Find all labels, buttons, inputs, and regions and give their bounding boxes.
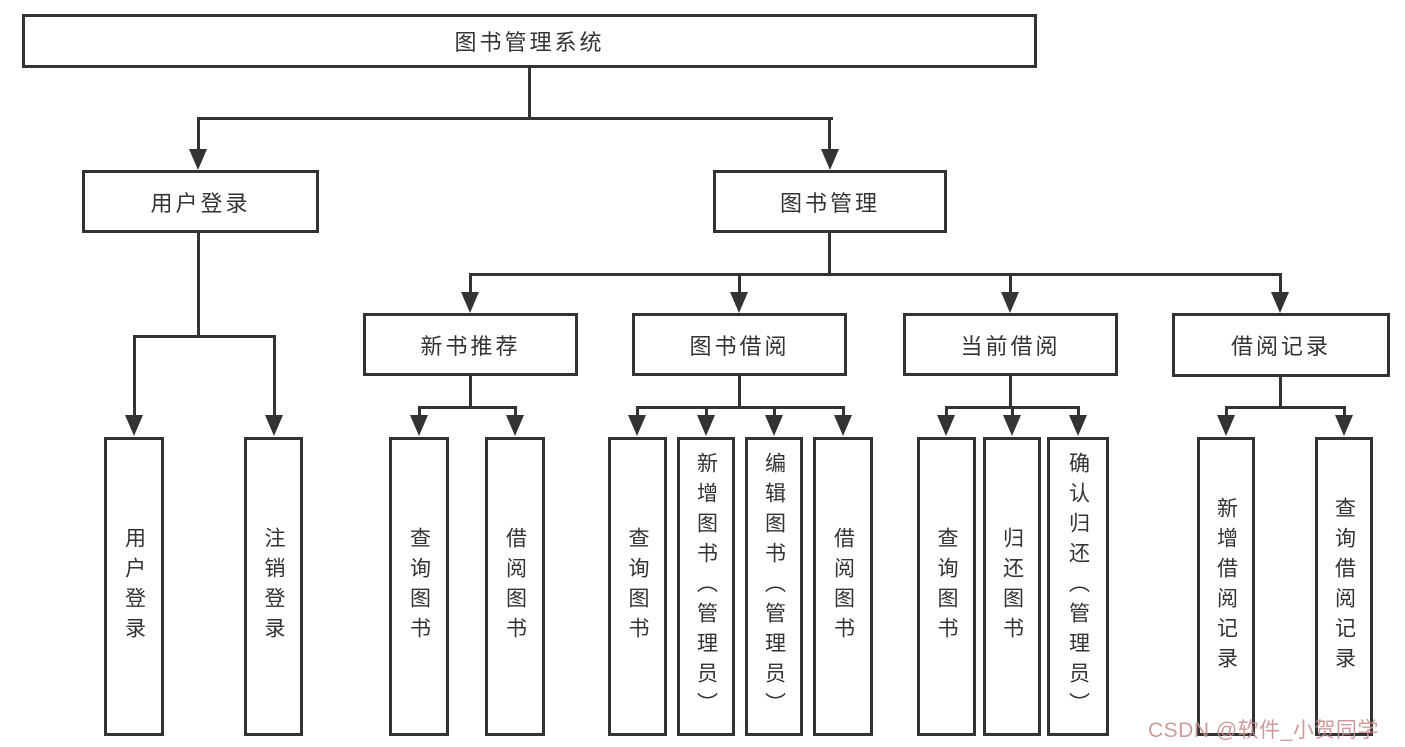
connector-line bbox=[1279, 376, 1282, 409]
leaf-label: 查询图书 bbox=[935, 526, 959, 647]
watermark-text: CSDN @软件_小贺同学 bbox=[1148, 719, 1379, 742]
node-book-management: 图书管理 bbox=[713, 170, 947, 233]
leaf-label: 编辑图书（管理员） bbox=[762, 451, 786, 722]
connector-line bbox=[469, 376, 472, 409]
arrowhead-icon bbox=[937, 415, 955, 436]
leaf-label: 借阅图书 bbox=[831, 526, 855, 647]
leaf-label: 确认归还（管理员） bbox=[1066, 451, 1090, 722]
leaf-label: 新增图书（管理员） bbox=[694, 451, 718, 722]
arrowhead-icon bbox=[821, 149, 839, 170]
connector-line bbox=[514, 406, 517, 417]
connector-line bbox=[197, 233, 200, 335]
connector-line bbox=[133, 335, 136, 416]
arrowhead-icon bbox=[1001, 292, 1019, 313]
connector-line bbox=[273, 335, 276, 416]
connector-line bbox=[1225, 406, 1345, 409]
connector-line bbox=[1343, 406, 1346, 417]
leaf-logout-login: 注销登录 bbox=[244, 437, 303, 736]
connector-line bbox=[636, 406, 639, 417]
leaf-return-books: 归还图书 bbox=[983, 437, 1041, 736]
arrowhead-icon bbox=[125, 415, 143, 436]
leaf-query-books-recommend: 查询图书 bbox=[389, 437, 449, 736]
node-new-book-recommend: 新书推荐 bbox=[363, 313, 578, 376]
arrowhead-icon bbox=[834, 415, 852, 436]
connector-line bbox=[133, 335, 276, 338]
arrowhead-icon bbox=[730, 292, 748, 313]
connector-line bbox=[197, 117, 833, 120]
leaf-confirm-return-admin: 确认归还（管理员） bbox=[1047, 437, 1109, 736]
node-borrowing-records: 借阅记录 bbox=[1172, 313, 1390, 377]
connector-line bbox=[773, 406, 776, 417]
leaf-edit-books-admin: 编辑图书（管理员） bbox=[745, 437, 803, 736]
connector-line bbox=[636, 406, 845, 409]
connector-line bbox=[418, 406, 421, 417]
arrowhead-icon bbox=[765, 415, 783, 436]
arrowhead-icon bbox=[628, 415, 646, 436]
connector-line bbox=[1225, 406, 1228, 417]
connector-line bbox=[738, 273, 741, 294]
connector-line bbox=[1279, 273, 1282, 294]
connector-line bbox=[469, 273, 472, 294]
connector-line bbox=[842, 406, 845, 417]
leaf-user-login: 用户登录 bbox=[104, 437, 164, 736]
leaf-add-borrow-record: 新增借阅记录 bbox=[1197, 437, 1255, 736]
leaf-query-books-current: 查询图书 bbox=[917, 437, 976, 736]
node-label: 图书借阅 bbox=[689, 333, 790, 359]
leaf-label: 查询借阅记录 bbox=[1332, 496, 1356, 677]
node-label: 图书管理 bbox=[779, 190, 880, 216]
connector-line bbox=[828, 233, 831, 275]
connector-line bbox=[1011, 406, 1014, 417]
arrowhead-icon bbox=[1069, 415, 1087, 436]
leaf-query-books-borrowing: 查询图书 bbox=[608, 437, 667, 736]
leaf-label: 新增借阅记录 bbox=[1214, 496, 1238, 677]
node-root: 图书管理系统 bbox=[22, 14, 1037, 68]
arrowhead-icon bbox=[697, 415, 715, 436]
node-label: 新书推荐 bbox=[420, 333, 521, 359]
connector-line bbox=[1077, 406, 1080, 417]
arrowhead-icon bbox=[1217, 415, 1235, 436]
connector-line bbox=[197, 117, 200, 151]
connector-line bbox=[945, 406, 948, 417]
node-book-borrowing: 图书借阅 bbox=[632, 313, 847, 376]
leaf-label: 借阅图书 bbox=[503, 526, 527, 647]
leaf-add-books-admin: 新增图书（管理员） bbox=[677, 437, 735, 736]
node-label: 用户登录 bbox=[150, 190, 251, 216]
leaf-label: 查询图书 bbox=[626, 526, 650, 647]
leaf-label: 查询图书 bbox=[407, 526, 431, 647]
arrowhead-icon bbox=[506, 415, 524, 436]
leaf-label: 归还图书 bbox=[1000, 526, 1024, 647]
node-current-borrowing: 当前借阅 bbox=[903, 313, 1118, 376]
leaf-borrow-books: 借阅图书 bbox=[813, 437, 873, 736]
connector-line bbox=[1009, 376, 1012, 409]
node-label: 当前借阅 bbox=[960, 333, 1061, 359]
node-label: 图书管理系统 bbox=[454, 30, 605, 55]
leaf-label: 注销登录 bbox=[262, 526, 286, 647]
connector-line bbox=[828, 117, 831, 151]
arrowhead-icon bbox=[1271, 292, 1289, 313]
arrowhead-icon bbox=[410, 415, 428, 436]
leaf-borrow-books-recommend: 借阅图书 bbox=[485, 437, 545, 736]
arrowhead-icon bbox=[1003, 415, 1021, 436]
connector-line bbox=[528, 68, 531, 117]
node-label: 借阅记录 bbox=[1230, 334, 1331, 359]
arrowhead-icon bbox=[461, 292, 479, 313]
arrowhead-icon bbox=[1335, 415, 1353, 436]
leaf-query-borrow-record: 查询借阅记录 bbox=[1315, 437, 1373, 736]
leaf-label: 用户登录 bbox=[122, 526, 146, 647]
node-user-login: 用户登录 bbox=[82, 170, 319, 233]
arrowhead-icon bbox=[265, 415, 283, 436]
arrowhead-icon bbox=[189, 149, 207, 170]
connector-line bbox=[418, 406, 517, 409]
connector-line bbox=[1009, 273, 1012, 294]
connector-line bbox=[738, 376, 741, 409]
connector-line bbox=[469, 273, 1282, 276]
connector-line bbox=[705, 406, 708, 417]
